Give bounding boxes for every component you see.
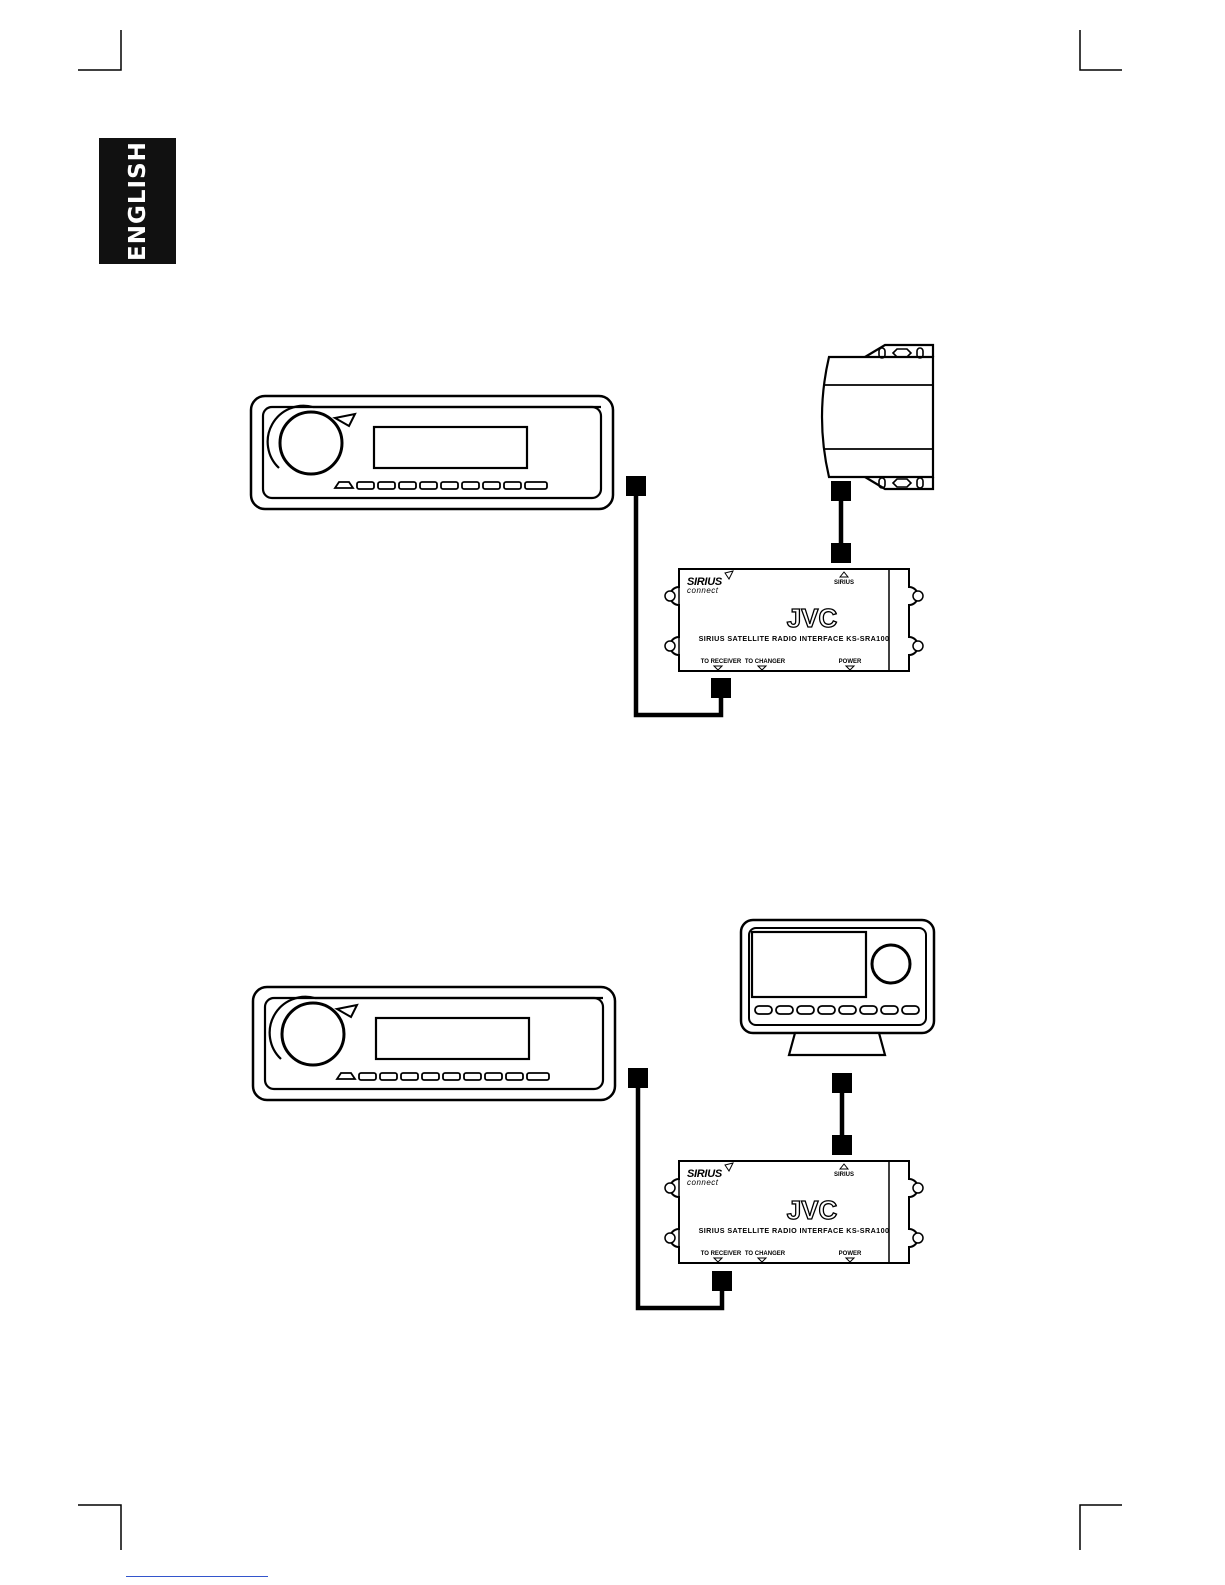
port-changer-label: TO CHANGER	[745, 659, 786, 665]
port-changer-label-2: TO CHANGER	[745, 1251, 786, 1257]
tuner-cable	[831, 481, 851, 563]
portable-cable	[832, 1073, 852, 1155]
sirius-tuner-module	[822, 345, 933, 489]
jvc-logo-2: JVC	[787, 1195, 838, 1225]
port-sirius-label: SIRIUS	[834, 580, 854, 586]
interface-module: SIRIUS connect JVC SIRIUS SATELLITE RADI…	[665, 569, 923, 671]
diagram-2: SIRIUS connect JVC SIRIUS SATELLITE RADI…	[253, 920, 934, 1308]
model-text-2: SIRIUS SATELLITE RADIO INTERFACE KS-SRA1…	[699, 1226, 890, 1235]
interface-module-2: SIRIUS connect JVC SIRIUS SATELLITE RADI…	[665, 1161, 923, 1263]
portable-sirius-radio	[741, 920, 934, 1055]
brand-connect-text: connect	[687, 586, 719, 595]
brand-connect-text-2: connect	[687, 1178, 719, 1187]
port-power-label-2: POWER	[839, 1251, 862, 1257]
model-text: SIRIUS SATELLITE RADIO INTERFACE KS-SRA1…	[699, 634, 890, 643]
port-receiver-label-2: TO RECEIVER	[701, 1251, 742, 1257]
footer-link-underline	[126, 1576, 268, 1577]
diagram-1: SIRIUS connect JVC SIRIUS SATELLITE RADI…	[251, 345, 933, 715]
head-unit-receiver-2	[253, 987, 615, 1100]
head-unit-receiver	[251, 396, 613, 509]
crop-marks	[78, 30, 1122, 1550]
port-power-label: POWER	[839, 659, 862, 665]
port-receiver-label: TO RECEIVER	[701, 659, 742, 665]
port-sirius-label-2: SIRIUS	[834, 1172, 854, 1178]
jvc-logo: JVC	[787, 603, 838, 633]
